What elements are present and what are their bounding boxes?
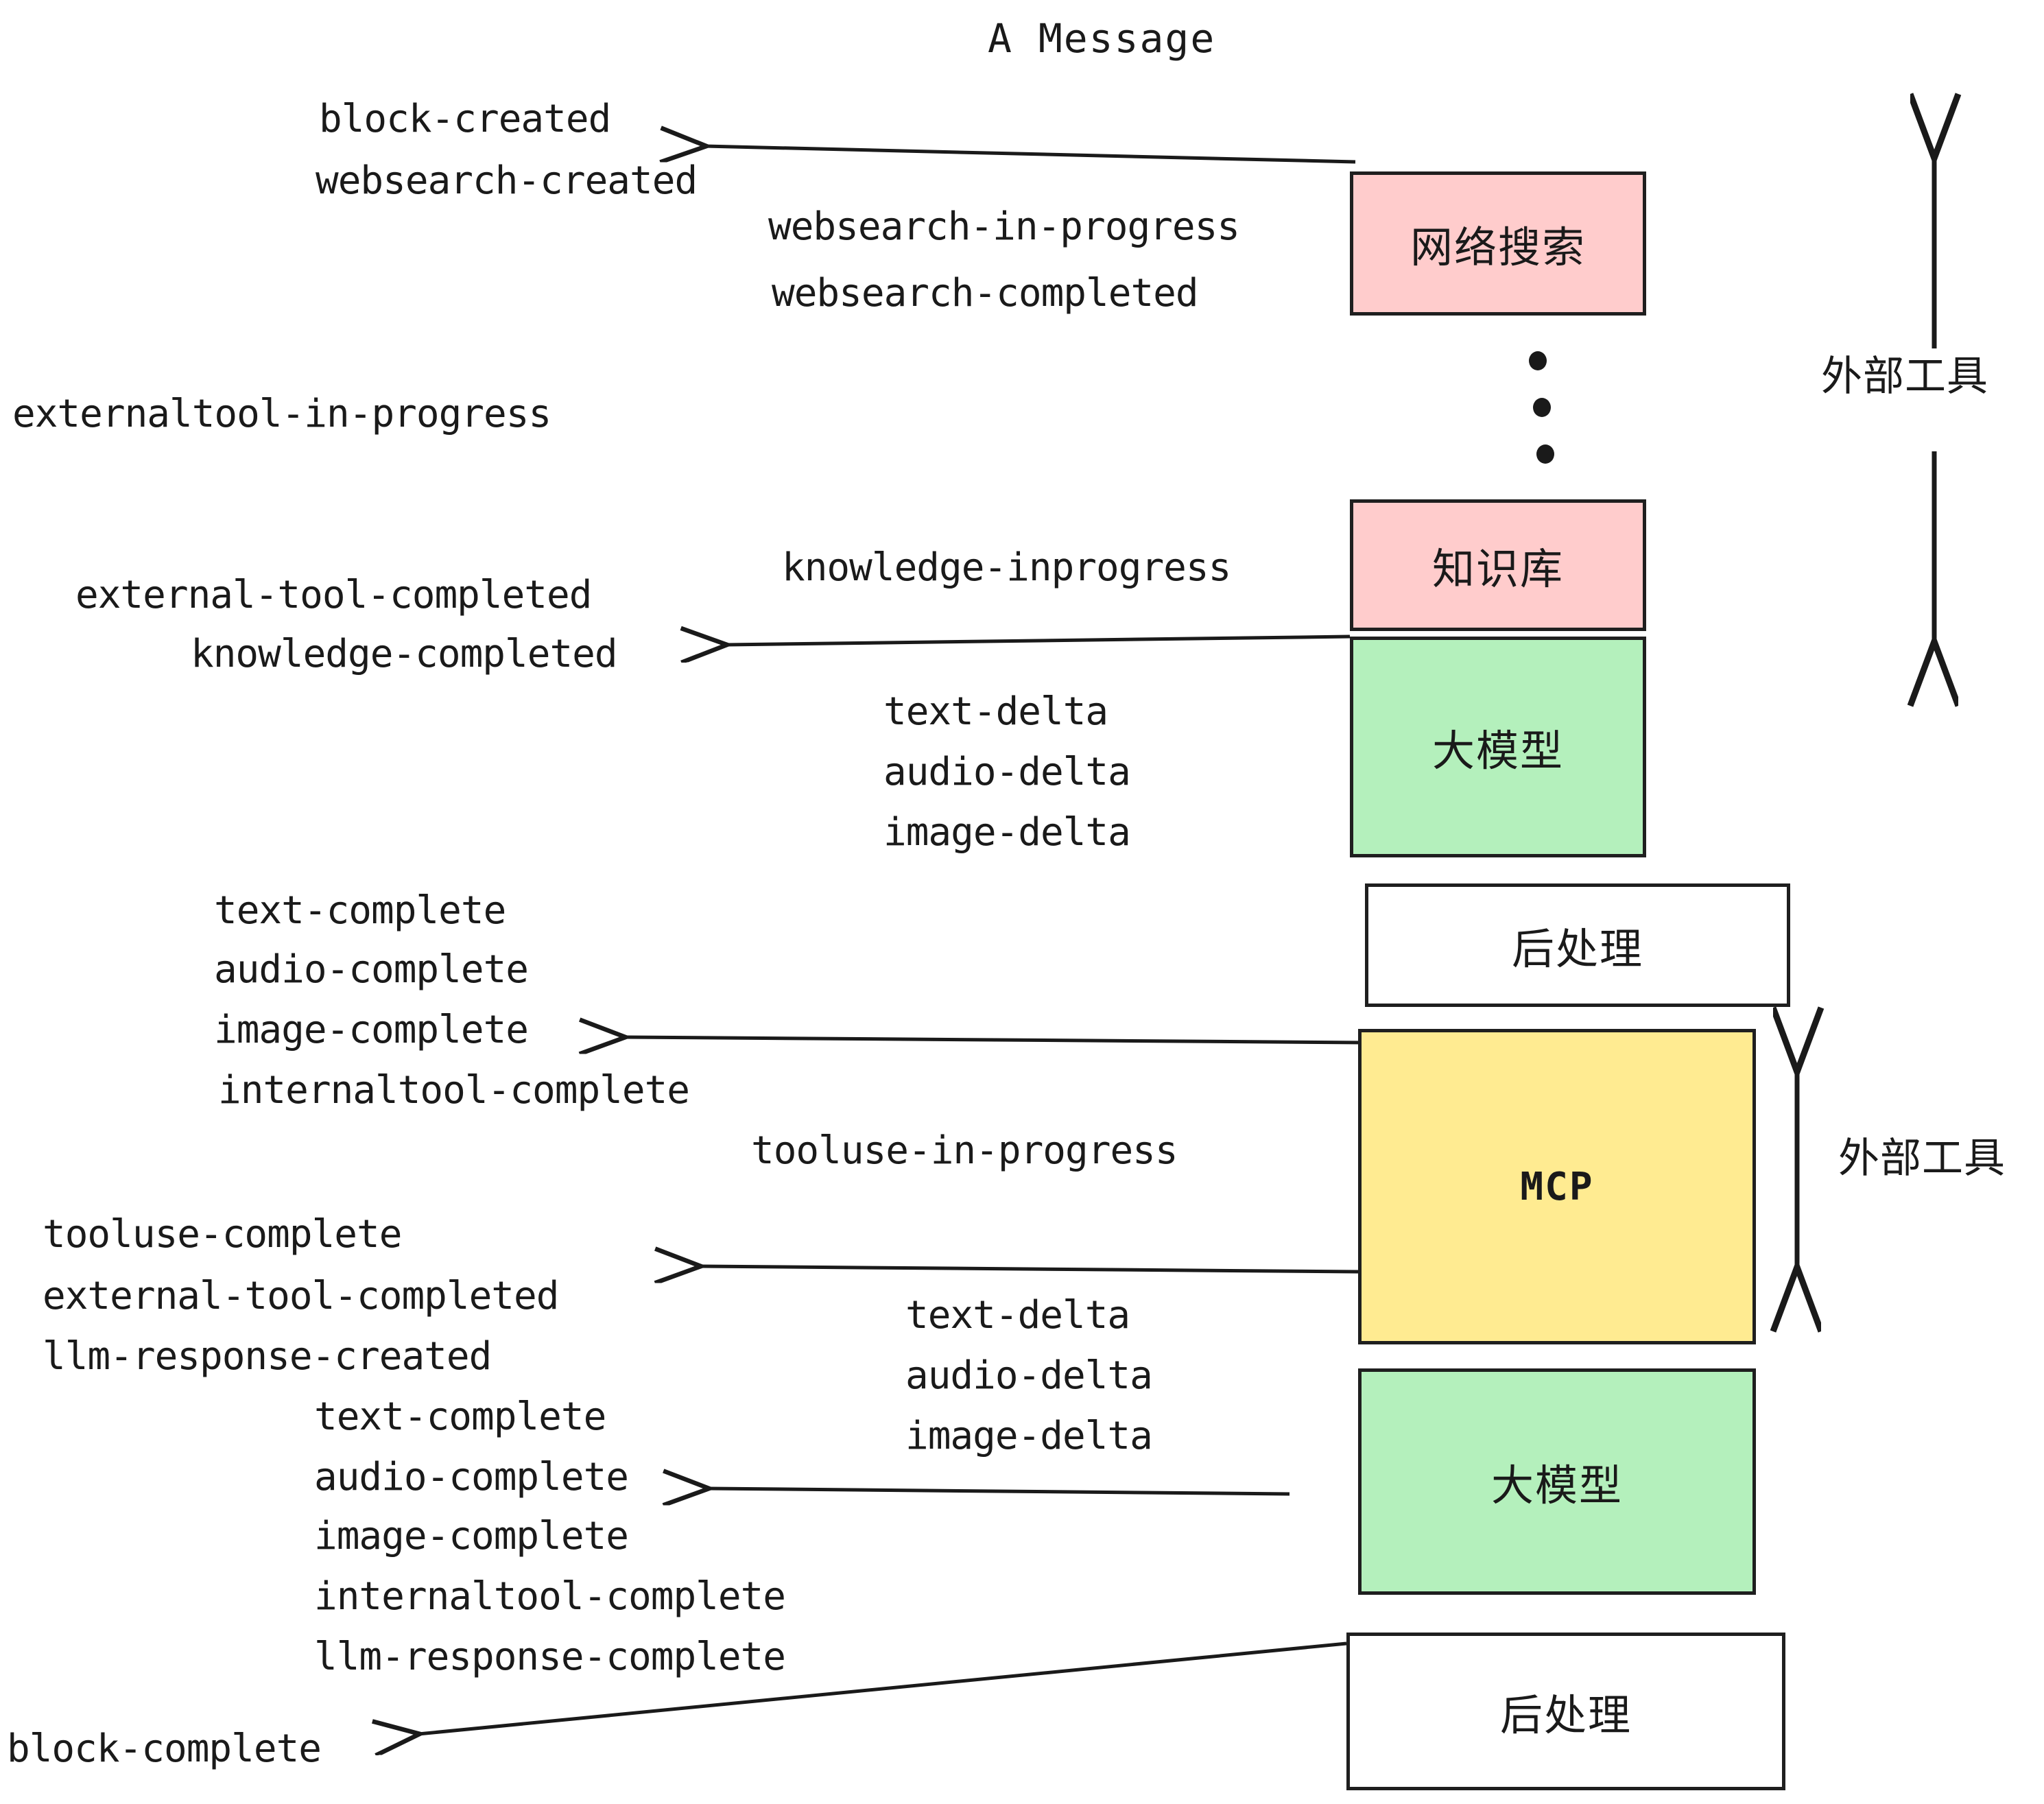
arrow-websearch-to-block bbox=[705, 146, 1356, 164]
event-label: external-tool-completed bbox=[75, 573, 592, 617]
event-label: image-delta bbox=[883, 810, 1131, 855]
external-tool-top-label: 外部工具 bbox=[1821, 353, 1988, 401]
event-label: audio-complete bbox=[214, 947, 529, 992]
event-label: text-delta bbox=[883, 689, 1108, 734]
box-knowledge: 知识库 bbox=[1350, 499, 1646, 631]
box-llm-1: 大模型 bbox=[1350, 637, 1646, 857]
event-label: text-complete bbox=[314, 1394, 606, 1439]
box-mcp: MCP bbox=[1358, 1029, 1756, 1344]
external-tool-bottom-label: 外部工具 bbox=[1838, 1135, 2006, 1183]
event-label: image-delta bbox=[905, 1414, 1153, 1458]
event-label: block-complete bbox=[7, 1726, 322, 1771]
event-label: websearch-created bbox=[316, 158, 698, 203]
ellipsis-dot bbox=[1529, 351, 1547, 370]
box-label: 知识库 bbox=[1431, 544, 1564, 594]
event-label: image-complete bbox=[214, 1008, 529, 1052]
event-label: internaltool-complete bbox=[314, 1574, 786, 1619]
box-postprocess-1: 后处理 bbox=[1365, 883, 1790, 1007]
event-label: websearch-completed bbox=[772, 271, 1199, 316]
event-label: externaltool-in-progress bbox=[12, 392, 551, 436]
event-label: tooluse-complete bbox=[43, 1212, 402, 1257]
page-title: A Message bbox=[988, 15, 1216, 62]
event-label: websearch-in-progress bbox=[768, 204, 1240, 249]
box-label: 网络搜索 bbox=[1410, 222, 1586, 272]
event-label: text-delta bbox=[905, 1293, 1130, 1338]
box-label: 大模型 bbox=[1490, 1460, 1623, 1510]
arrow-knowledge-to-complete bbox=[726, 637, 1351, 645]
ellipsis-dot bbox=[1533, 398, 1551, 417]
event-label: external-tool-completed bbox=[43, 1274, 559, 1318]
box-label: 后处理 bbox=[1499, 1690, 1632, 1740]
box-websearch: 网络搜索 bbox=[1350, 171, 1646, 316]
event-label: audio-delta bbox=[883, 750, 1131, 794]
event-label: knowledge-completed bbox=[191, 632, 618, 676]
event-label: tooluse-in-progress bbox=[751, 1128, 1178, 1173]
box-label: 大模型 bbox=[1431, 726, 1564, 776]
box-label: MCP bbox=[1520, 1164, 1594, 1209]
event-label: llm-response-created bbox=[43, 1334, 492, 1379]
arrow-llm2-to-audio bbox=[708, 1488, 1290, 1494]
box-label: 后处理 bbox=[1511, 924, 1643, 974]
box-postprocess-2: 后处理 bbox=[1346, 1633, 1785, 1790]
box-llm-2: 大模型 bbox=[1358, 1368, 1756, 1595]
event-label: audio-delta bbox=[905, 1353, 1153, 1398]
arrow-mcp-to-tooluse bbox=[700, 1266, 1359, 1272]
event-label: knowledge-inprogress bbox=[782, 545, 1231, 590]
ellipsis-dot bbox=[1536, 444, 1554, 464]
event-label: image-complete bbox=[314, 1514, 629, 1558]
event-label: audio-complete bbox=[314, 1455, 629, 1499]
event-label: llm-response-complete bbox=[314, 1635, 786, 1679]
event-label: internaltool-complete bbox=[218, 1068, 690, 1113]
event-label: block-created bbox=[319, 97, 611, 141]
arrow-postprocess1-to-image bbox=[624, 1037, 1366, 1043]
event-label: text-complete bbox=[214, 888, 506, 933]
